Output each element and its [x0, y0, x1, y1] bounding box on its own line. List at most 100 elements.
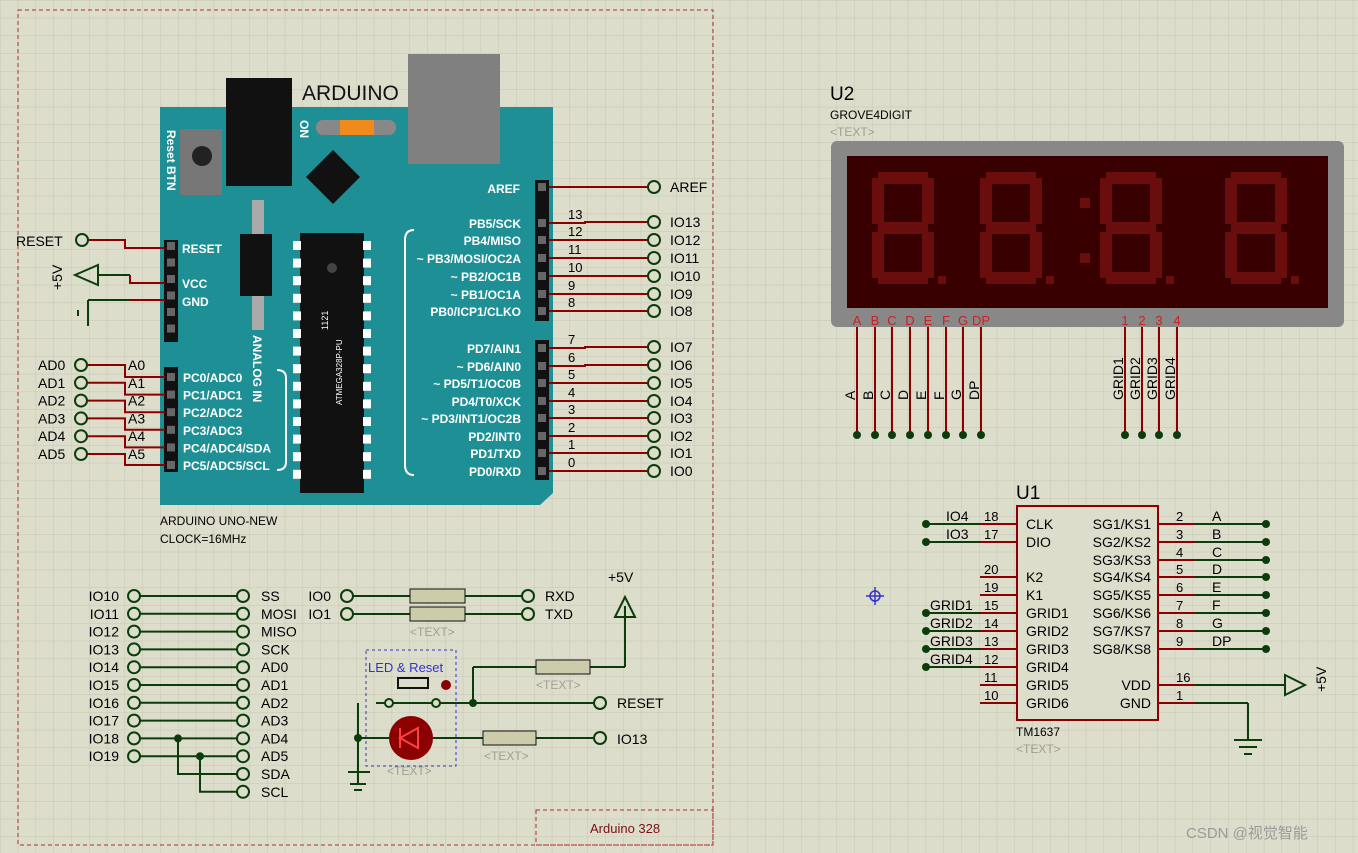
analog-terminal[interactable]: [74, 447, 88, 461]
io-left-terminal[interactable]: [127, 695, 141, 710]
io-left-label: IO13: [89, 641, 120, 657]
io-left-terminal[interactable]: [127, 713, 141, 728]
board-pin-label: ~ PB1/OC1A: [451, 288, 522, 302]
analog-terminal[interactable]: [74, 393, 88, 408]
io-right-terminal[interactable]: [236, 642, 250, 657]
u1-right-num: 5: [1176, 562, 1183, 577]
serial-left-terminal[interactable]: [340, 589, 354, 603]
board-pin-label: ~ PD3/INT1/OC2B: [421, 412, 521, 426]
chip-pin: [293, 276, 301, 286]
digital-pin-num: 7: [568, 332, 575, 347]
u2-display[interactable]: U2 GROVE4DIGIT <TEXT> AABBCCDDEEFFGGDPDP…: [830, 84, 1344, 439]
digital-pin-num: 13: [568, 207, 582, 222]
led-reset-frame: [365, 649, 457, 767]
digital-terminal[interactable]: [647, 251, 661, 265]
power-jack: [226, 78, 292, 186]
digital-terminal[interactable]: [647, 233, 661, 247]
segment: [980, 232, 992, 278]
io-map: IO10IO11IO12IO13IO14IO15IO16IO17IO18IO19…: [89, 588, 297, 800]
chip-pin: [363, 399, 371, 409]
io-right-label: MISO: [261, 624, 297, 640]
io-right-terminal[interactable]: [236, 784, 250, 799]
chip-pin: [363, 417, 371, 426]
io-right-terminal[interactable]: [236, 624, 250, 639]
scl-wire: [199, 756, 237, 793]
io-left-terminal[interactable]: [127, 731, 141, 746]
io-right-label: AD0: [261, 659, 288, 675]
arduino-clock: CLOCK=16MHz: [160, 532, 246, 546]
io-left-terminal[interactable]: [127, 678, 141, 692]
io13-terminal[interactable]: [593, 731, 607, 745]
digital-terminal[interactable]: [647, 411, 661, 425]
chip-pin: [363, 381, 371, 391]
analog-terminal[interactable]: [74, 358, 88, 372]
io-right-terminal[interactable]: [236, 589, 250, 603]
digital-terminal[interactable]: [647, 340, 661, 354]
board-pin-label: ~ PD6/AIN0: [457, 360, 522, 374]
reset-button-cap[interactable]: [192, 146, 212, 166]
segment: [922, 232, 934, 278]
io-right-terminal[interactable]: [236, 606, 250, 621]
io-right-terminal[interactable]: [236, 678, 250, 692]
analog-terminal[interactable]: [74, 429, 88, 444]
u1-left-node: [922, 520, 930, 528]
reset-terminal[interactable]: [75, 233, 89, 247]
board-pin-label: PB0/ICP1/CLKO: [430, 305, 521, 319]
sda-wire: [177, 738, 237, 775]
chip-pin: [293, 241, 301, 250]
watermark: CSDN @视觉智能: [1186, 824, 1308, 842]
header-pin: [538, 432, 546, 440]
io-left-label: IO19: [89, 748, 120, 764]
digital-terminal[interactable]: [647, 429, 661, 443]
digital-net-label: IO7: [670, 339, 693, 355]
led-reset-block[interactable]: LED & Reset +5V <TEXT> <TEXT> <TEXT> RES…: [348, 569, 664, 791]
digital-terminal[interactable]: [647, 215, 661, 229]
io-right-terminal[interactable]: [236, 713, 250, 728]
reset-terminal[interactable]: [593, 696, 607, 710]
digital-terminal[interactable]: [647, 269, 661, 283]
u1-left-net: GRID1: [930, 597, 973, 613]
u1-left-node: [922, 627, 930, 635]
u2-seg-node: [871, 431, 879, 439]
io-left-terminal[interactable]: [127, 624, 141, 639]
io-right-terminal[interactable]: [236, 749, 250, 764]
io-left-terminal[interactable]: [127, 660, 141, 675]
u1-right-pin: SG8/KS8: [1093, 641, 1152, 657]
digital-terminal[interactable]: [647, 287, 661, 301]
serial-right-terminal[interactable]: [521, 589, 535, 603]
u1-right-num: 4: [1176, 545, 1183, 560]
reset-switch[interactable]: [397, 677, 429, 689]
digital-terminal[interactable]: [647, 464, 661, 478]
u2-grid-node: [1173, 431, 1181, 439]
digital-brace: [404, 229, 415, 476]
digital-net-label: IO13: [670, 214, 701, 230]
analog-terminal[interactable]: [74, 375, 88, 390]
digital-terminal[interactable]: [647, 376, 661, 390]
serial-left-terminal[interactable]: [340, 607, 354, 621]
aref-terminal[interactable]: [647, 180, 661, 194]
digital-terminal[interactable]: [647, 358, 661, 372]
u1-right-node: [1262, 627, 1270, 635]
u1-left-num: 19: [984, 580, 998, 595]
u1-left-net: IO4: [946, 508, 969, 524]
io-left-terminal[interactable]: [127, 749, 141, 764]
io-right-terminal[interactable]: [236, 660, 250, 675]
io-left-terminal[interactable]: [127, 589, 141, 603]
io-left-terminal[interactable]: [127, 642, 141, 657]
u1-tm1637[interactable]: U1 TM1637 <TEXT> CLK18IO4DIO17IO3K220K11…: [922, 483, 1329, 756]
io-right-terminal[interactable]: [236, 767, 250, 781]
analog-terminal[interactable]: [74, 411, 88, 426]
io-left-terminal[interactable]: [127, 606, 141, 621]
serial-right-terminal[interactable]: [521, 607, 535, 621]
digital-terminal[interactable]: [647, 394, 661, 408]
u2-seg-node: [959, 431, 967, 439]
arduino-board[interactable]: Reset BTN ARDUINO ON ANALOG IN 1121 ATME…: [160, 54, 553, 505]
u1-left-node: [922, 609, 930, 617]
io-right-terminal[interactable]: [236, 731, 250, 746]
u1-right-net: D: [1212, 561, 1222, 577]
digital-terminal[interactable]: [647, 304, 661, 318]
crystal-chip: [306, 150, 360, 204]
io-right-terminal[interactable]: [236, 695, 250, 710]
digital-terminal[interactable]: [647, 446, 661, 460]
